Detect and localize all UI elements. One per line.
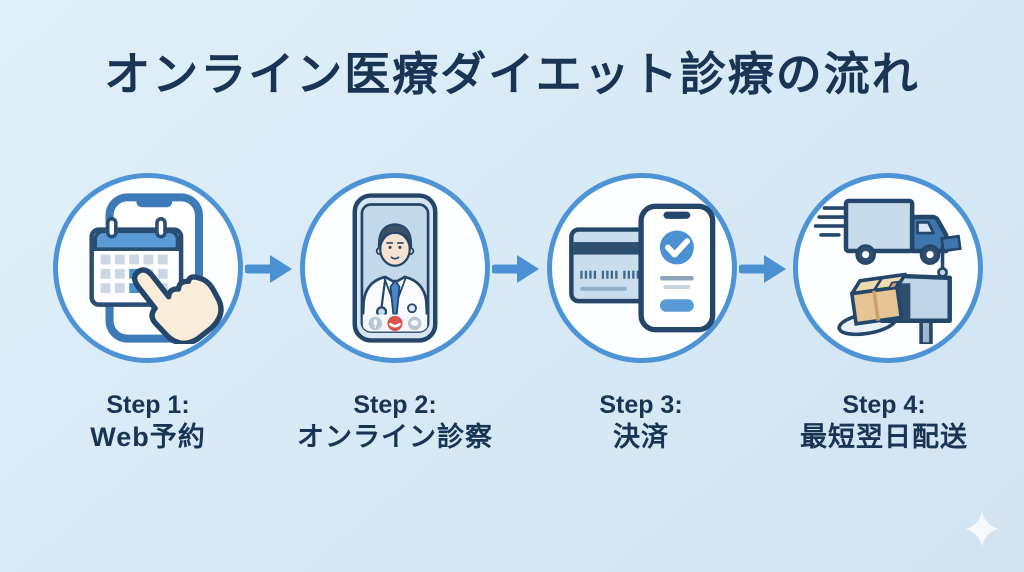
step4-text: 最短翌日配送 [800,422,968,453]
step4-label: Step 4: 最短翌日配送 [754,390,1014,455]
step2-text: オンライン診察 [297,422,493,453]
payment-phone-icon [638,203,716,333]
step3-label: Step 3: 決済 [511,390,771,455]
checkmark-icon [659,230,694,265]
speed-lines [813,206,855,237]
page-title: オンライン医療ダイエット診療の流れ [104,48,920,100]
truck-icon [843,198,949,265]
step2-number: Step 2: [353,391,437,419]
package-box-icon [849,272,907,326]
flow-arrow-2 [492,255,539,283]
step1-number: Step 1: [106,391,190,419]
step3-number: Step 3: [599,391,683,419]
pay-button-shape [659,299,694,312]
step2-label: Step 2: オンライン診察 [265,390,525,455]
step3-circle [547,173,737,363]
step1-label: Step 1: Web予約 [18,390,278,455]
mailbox-icon [837,234,962,344]
doctor-video-call-icon [352,193,438,343]
step4-number: Step 4: [842,391,926,419]
flow-arrow-1 [245,255,292,283]
step1-text: Web予約 [90,422,206,453]
phone-calendar-tap-icon [89,193,224,344]
tap-hand-icon [131,267,224,344]
credit-card-payment-icon [569,203,716,333]
flow-arrow-3 [739,255,786,283]
delivery-truck-mailbox-icon [813,198,962,344]
mailbox-flag [940,234,962,253]
step2-circle [300,173,490,363]
step3-text: 決済 [613,422,669,453]
sparkle-icon [966,511,998,547]
step1-circle [53,173,243,363]
end-call-button-icon [387,315,403,332]
step4-circle [793,173,983,363]
